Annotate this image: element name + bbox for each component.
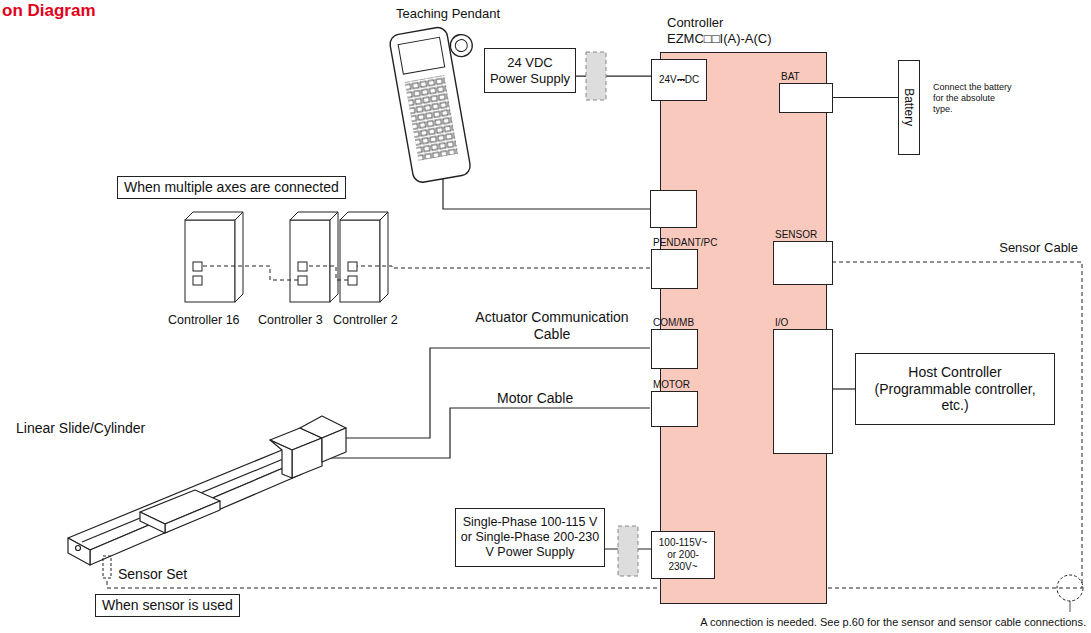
node-text: BAT (779, 71, 833, 83)
connector-port: BAT (779, 71, 833, 113)
pendant-keypad (405, 75, 458, 161)
controller-unit (330, 212, 338, 302)
node-text: Single-Phase 100-115 V or Single-Phase 2… (460, 515, 600, 560)
node-text: MOTOR (651, 379, 698, 391)
annotation-label: Controller 16 (168, 313, 240, 328)
annotation-label: Connect the battery for the absolute typ… (933, 82, 1017, 114)
connector-port (779, 83, 833, 113)
motor-housing (292, 438, 322, 478)
motor (322, 428, 346, 462)
cable-line (833, 388, 855, 389)
connection-callout (1057, 575, 1083, 601)
battery-box: Battery (898, 60, 920, 155)
controller-port (348, 276, 357, 285)
connector-port (651, 391, 698, 427)
controller-units (185, 212, 388, 302)
controller-box: ControllerEZMC□□I(A)-A(C)24V⎓DCBATPENDAN… (660, 52, 827, 604)
cable-line (833, 97, 898, 98)
annotation-label: Teaching Pendant (396, 6, 500, 22)
controller-unit (235, 212, 243, 302)
connector-port (651, 329, 698, 369)
annotation-label: Sensor Cable (994, 240, 1078, 256)
sensor-set (103, 556, 111, 578)
motor-housing (270, 440, 292, 478)
annotation-label: Actuator Communication Cable (456, 309, 648, 343)
node-text: When multiple axes are connected (124, 179, 339, 196)
pendant-body (389, 26, 472, 184)
process-box: 24 VDC Power Supply (484, 48, 576, 93)
node-text: When sensor is used (102, 597, 233, 614)
node-text: Battery (902, 88, 916, 126)
annotation-label: A connection is needed. See p.60 for the… (630, 616, 1086, 629)
connector-port: MOTOR (651, 379, 698, 427)
controller-unit (185, 220, 235, 302)
annotation-label: Controller 2 (333, 313, 398, 328)
sensor-cable (107, 262, 1082, 588)
node-text: 100-115V~ or 200-230V~ (656, 537, 710, 573)
teaching-pendant (389, 22, 495, 184)
pendant-cable (443, 179, 650, 209)
annotation-label: Motor Cable (497, 390, 573, 407)
slide-body (90, 460, 302, 565)
connector-port (773, 241, 833, 285)
node-text: SENSOR (773, 229, 833, 241)
connector-port (773, 329, 833, 454)
motor-cable (323, 408, 650, 458)
slide-table (140, 512, 165, 533)
controller-unit (185, 212, 243, 220)
controller-unit (380, 212, 388, 302)
node-text: Controller (667, 15, 826, 31)
controller-port (193, 276, 202, 285)
controller-port (193, 262, 202, 271)
node-text: I/O (773, 317, 833, 329)
diagram-title: on Diagram (2, 1, 96, 21)
noise-filter (586, 52, 606, 100)
controller-port (348, 262, 357, 271)
slide-table (165, 501, 220, 533)
slide-groove (82, 457, 288, 542)
connector-port: SENSOR (773, 229, 833, 285)
link-cable (202, 266, 298, 280)
slide-screw (76, 546, 81, 551)
leader-line (1070, 601, 1071, 612)
node-text: Host Controller (Programmable controller… (864, 364, 1046, 414)
controller-port (298, 276, 307, 285)
pendant-screen (398, 37, 445, 74)
communication-cable (346, 348, 650, 438)
stop-switch (454, 39, 468, 53)
note-box: When sensor is used (95, 594, 240, 617)
pendant-port (650, 190, 697, 228)
slide-body (68, 538, 90, 565)
annotation-label: Controller 3 (258, 313, 323, 328)
node-text: PENDANT/PC (651, 237, 717, 249)
controller-unit (290, 220, 330, 302)
link-cable (202, 266, 650, 280)
connector-port: I/O (773, 317, 833, 454)
node-text: COM/MB (651, 317, 698, 329)
node-text: EZMC□□I(A)-A(C) (667, 31, 826, 47)
stop-switch (449, 33, 474, 58)
annotation-label: Linear Slide/Cylinder (16, 420, 145, 437)
controller-unit (340, 220, 380, 302)
connector-port (651, 249, 698, 289)
process-box: Single-Phase 100-115 V or Single-Phase 2… (455, 508, 605, 567)
process-box: Host Controller (Programmable controller… (855, 353, 1055, 425)
slide-body (68, 450, 302, 550)
connector-port: COM/MB (651, 317, 698, 369)
connector-port: 24V⎓DC (651, 59, 707, 101)
node-text: 24V⎓DC (656, 74, 702, 86)
annotation-label: Sensor Set (118, 566, 187, 583)
noise-filter (618, 526, 638, 576)
connector-port: PENDANT/PC (651, 237, 717, 289)
link-cable (357, 266, 650, 268)
connector-port: 100-115V~ or 200-230V~ (651, 531, 715, 579)
node-text: 24 VDC Power Supply (489, 55, 571, 86)
controller-port (298, 262, 307, 271)
note-box: When multiple axes are connected (117, 176, 346, 199)
linear-slide (68, 416, 346, 565)
link-cable (307, 266, 348, 280)
